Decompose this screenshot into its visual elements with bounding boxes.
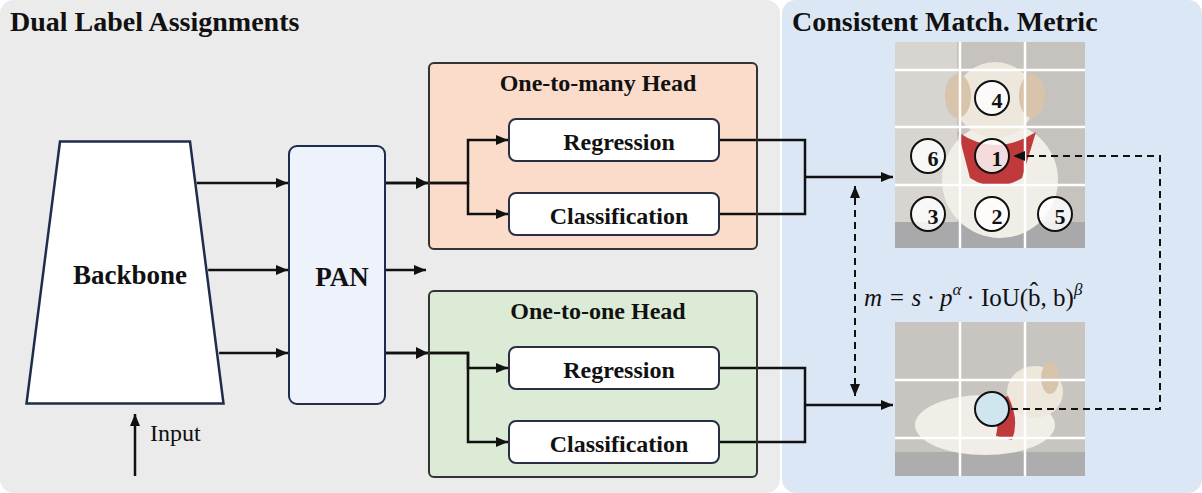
connector-arrow: [386, 353, 508, 368]
grid-line: [959, 322, 962, 476]
formula-exponent: β: [1074, 280, 1082, 300]
merge-line: [720, 368, 805, 442]
grid-line: [895, 126, 1085, 129]
callout-number: 4: [992, 90, 1003, 112]
dog-head: [955, 62, 1035, 138]
callout-circle: 6: [910, 138, 946, 174]
box-label: PAN: [315, 262, 369, 293]
box-label: Classification: [550, 203, 689, 231]
process-box: Regression: [508, 118, 720, 162]
connector-arrow: [386, 140, 508, 183]
formula-exponent: α: [952, 280, 961, 300]
callout-circle: 2: [974, 196, 1010, 232]
arrowhead: [416, 177, 428, 189]
formula-part: m = s · p: [864, 284, 952, 312]
connector-arrow: [219, 352, 288, 355]
connector-arrow: [208, 269, 288, 272]
panel-title: Consistent Match. Metric: [792, 6, 1098, 38]
head-title: One-to-many Head: [500, 70, 697, 98]
dog-photo: [895, 42, 1085, 248]
process-box: Classification: [508, 192, 720, 236]
module-box: PAN: [288, 145, 386, 405]
dog-ear: [1019, 74, 1045, 118]
box-label: Backbone: [73, 260, 187, 291]
head-fill: [428, 290, 758, 478]
output-arrow: [805, 404, 893, 407]
output-arrow: [805, 176, 893, 179]
photo-sofa: [895, 452, 1085, 476]
panel-title: Dual Label Assignments: [10, 6, 299, 38]
dog-ear: [1041, 362, 1059, 394]
dog-ear: [945, 74, 971, 118]
grid-line: [895, 379, 1085, 382]
input-label: Input: [150, 420, 201, 447]
formula: m = s · pα· IoU(b̂, b)β: [864, 284, 1082, 312]
trapezoid-shape: [27, 142, 224, 404]
grid-line: [895, 184, 1085, 187]
dog-photo: [895, 322, 1085, 476]
photo-ground: [895, 322, 1085, 476]
process-box: Classification: [508, 420, 720, 464]
connector-arrow: [197, 182, 288, 185]
process-box: Regression: [508, 346, 720, 390]
section-panel: Consistent Match. Metric 4 6 1 3 2 5: [782, 0, 1202, 493]
grid-line: [1024, 42, 1027, 248]
dog-head: [1007, 366, 1063, 418]
callout-circle: 4: [974, 80, 1010, 116]
photo-wall: [895, 42, 957, 248]
selected-anchor: [975, 392, 1009, 426]
grid-line: [895, 69, 1085, 72]
formula-part: · IoU(b̂, b): [966, 284, 1074, 312]
connector-arrow: [386, 353, 508, 442]
callout-number: 3: [928, 206, 939, 228]
head-title: One-to-one Head: [510, 298, 685, 326]
merge-line: [720, 140, 805, 214]
callout-circle: 1: [974, 138, 1010, 174]
consistency-arrow: [854, 186, 856, 396]
callout-number: 5: [1055, 206, 1066, 228]
input-arrow: [134, 414, 137, 476]
match-arrow: [1011, 156, 1160, 409]
box-label: Regression: [563, 357, 675, 385]
callout-number: 1: [992, 148, 1003, 170]
connector-arrow: [386, 183, 508, 214]
grid-line: [959, 42, 962, 248]
box-label: Classification: [550, 431, 689, 459]
arrowhead: [416, 347, 428, 359]
grid-line: [895, 437, 1085, 440]
callout-circle: 3: [910, 196, 946, 232]
section-panel: Dual Label AssignmentsBackbone PAN One-to-…: [0, 0, 780, 493]
head-fill: [428, 62, 758, 250]
panel-ground: [0, 0, 780, 493]
backbone-trapezoid: Backbone: [25, 140, 225, 405]
photo-ground: [895, 42, 1085, 248]
box-label: Regression: [563, 129, 675, 157]
dog-bandana: [958, 132, 1036, 186]
panel-ground: [782, 0, 1202, 493]
head-box: One-to-one HeadRegressionClassification: [428, 290, 758, 478]
callout-circle: 5: [1037, 196, 1073, 232]
dog-bandana: [994, 396, 1015, 440]
head-box: One-to-many HeadRegressionClassification: [428, 62, 758, 250]
dog-body: [915, 395, 1055, 455]
callout-number: 2: [992, 206, 1003, 228]
feature-arrow: [386, 269, 426, 272]
grid-line: [1024, 322, 1027, 476]
callout-number: 6: [928, 148, 939, 170]
